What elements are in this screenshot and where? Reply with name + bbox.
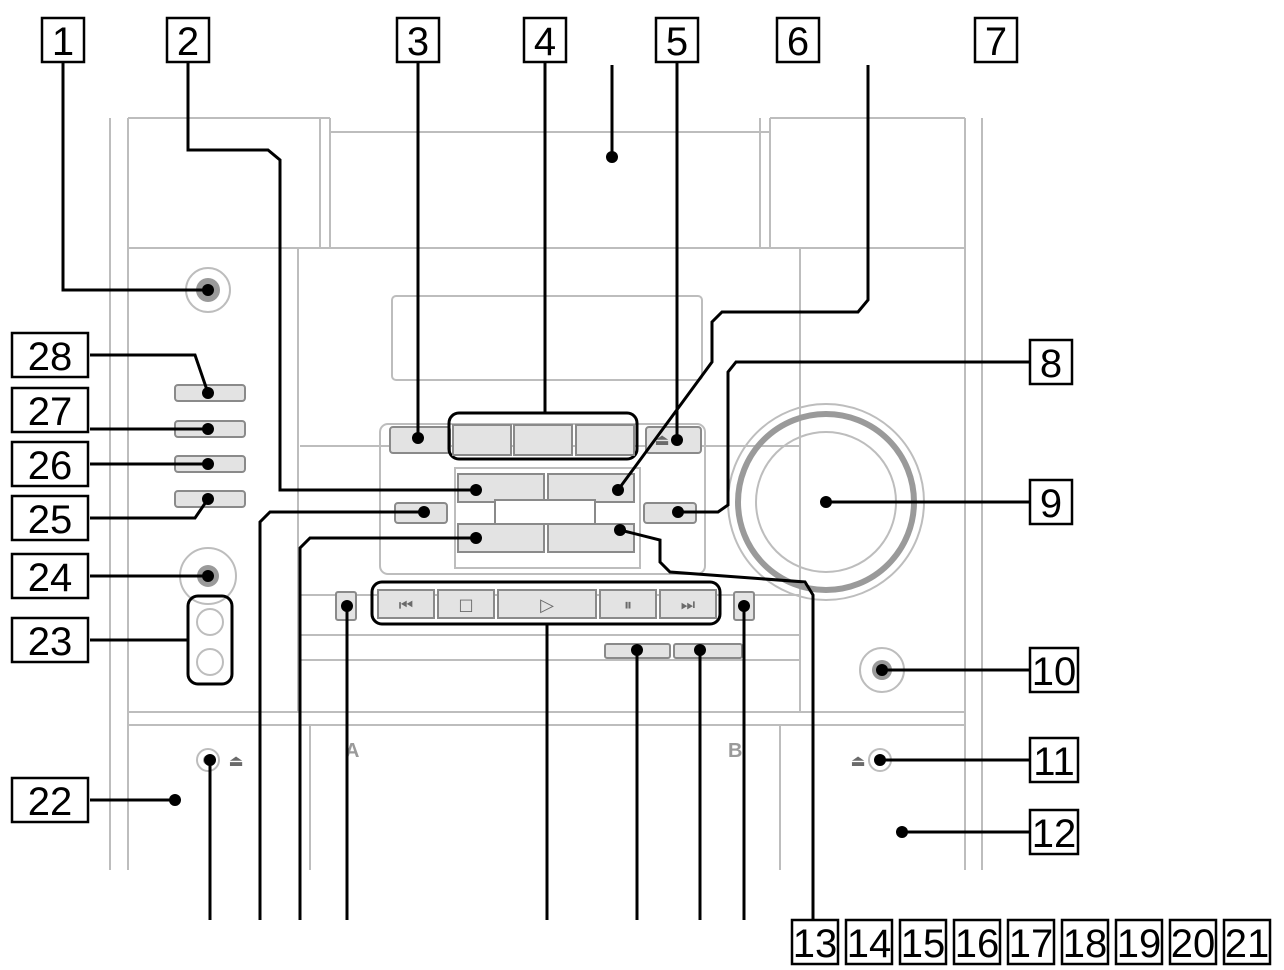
callout-25: 25 — [10, 494, 90, 542]
svg-text:25: 25 — [28, 498, 73, 542]
next-button — [659, 589, 717, 619]
callout-21: 21 — [1222, 918, 1272, 966]
svg-text:8: 8 — [1040, 342, 1062, 386]
callout-14: 14 — [844, 918, 894, 966]
svg-text:3: 3 — [407, 20, 429, 64]
callout-22: 22 — [10, 776, 90, 824]
callout-20: 20 — [1168, 918, 1218, 966]
disc-button-3 — [575, 424, 635, 456]
callout-19: 19 — [1114, 918, 1164, 966]
callout-23: 23 — [10, 616, 90, 664]
next-track-icon: ⏭ — [681, 595, 695, 614]
callout-boxes: 1 2 3 4 5 6 7 8 9 10 11 12 13 14 15 16 1… — [10, 16, 1272, 966]
svg-text:9: 9 — [1040, 482, 1062, 526]
audio-jack-upper — [196, 608, 224, 636]
svg-text:26: 26 — [28, 444, 73, 488]
callout-5: 5 — [654, 16, 700, 64]
callout-26: 26 — [10, 440, 90, 488]
callout-18: 18 — [1060, 918, 1110, 966]
svg-text:7: 7 — [985, 20, 1007, 64]
callout-10: 10 — [1028, 646, 1080, 694]
svg-text:19: 19 — [1117, 922, 1162, 966]
callout-24: 24 — [10, 552, 90, 600]
callout-8: 8 — [1028, 338, 1074, 386]
svg-text:2: 2 — [177, 20, 199, 64]
svg-text:5: 5 — [666, 20, 688, 64]
deck-a-eject-icon: ⏏ — [228, 751, 243, 770]
stop-icon: □ — [458, 595, 473, 614]
deck-b-label: B — [728, 740, 742, 762]
pause-button — [599, 589, 657, 619]
disc-button-2 — [513, 424, 573, 456]
svg-text:27: 27 — [28, 390, 73, 434]
callout-27: 27 — [10, 386, 90, 434]
callout-12: 12 — [1028, 808, 1080, 856]
svg-text:14: 14 — [847, 922, 892, 966]
svg-text:20: 20 — [1171, 922, 1216, 966]
audio-jack-lower — [196, 648, 224, 676]
callout-17: 17 — [1006, 918, 1056, 966]
disc-button-1 — [452, 424, 512, 456]
callout-3: 3 — [395, 16, 441, 64]
deck-b-eject-icon: ⏏ — [850, 751, 865, 770]
callout-13: 13 — [790, 918, 840, 966]
stop-button — [437, 589, 495, 619]
disc-button-group — [447, 411, 639, 461]
unit-outline — [109, 117, 983, 870]
pause-icon: ⏸ — [624, 595, 632, 614]
callout-9: 9 — [1028, 478, 1074, 526]
callout-11: 11 — [1028, 736, 1080, 784]
callout-6: 6 — [775, 16, 821, 64]
leader-lines — [61, 62, 1030, 920]
svg-text:28: 28 — [28, 335, 73, 379]
deck-a-label: A — [345, 740, 359, 762]
leader-dots — [169, 151, 908, 838]
svg-text:12: 12 — [1032, 812, 1077, 856]
deck-a-eject-ring — [196, 748, 220, 772]
callout-15: 15 — [898, 918, 948, 966]
play-button — [497, 589, 597, 619]
svg-text:10: 10 — [1032, 650, 1077, 694]
svg-text:24: 24 — [28, 556, 73, 600]
previous-track-icon: ⏮ — [399, 595, 413, 614]
svg-text:13: 13 — [793, 922, 838, 966]
play-icon: ▷ — [540, 595, 554, 616]
svg-text:21: 21 — [1225, 922, 1270, 966]
svg-text:4: 4 — [534, 20, 556, 64]
svg-text:18: 18 — [1063, 922, 1108, 966]
svg-text:11: 11 — [1033, 740, 1075, 784]
center-display-window — [494, 499, 596, 525]
tape-small-button-2 — [673, 643, 743, 659]
svg-text:23: 23 — [28, 620, 73, 664]
callout-16: 16 — [952, 918, 1002, 966]
svg-text:15: 15 — [901, 922, 946, 966]
svg-text:16: 16 — [955, 922, 1000, 966]
callout-28: 28 — [10, 331, 90, 379]
callout-2: 2 — [165, 16, 211, 64]
svg-text:17: 17 — [1009, 922, 1054, 966]
callout-7: 7 — [973, 16, 1019, 64]
previous-button — [377, 589, 435, 619]
callout-4: 4 — [522, 16, 568, 64]
callout-1: 1 — [40, 16, 86, 64]
svg-text:1: 1 — [52, 20, 74, 64]
center-button-upper-left — [457, 473, 545, 503]
svg-text:6: 6 — [787, 20, 809, 64]
svg-text:22: 22 — [28, 780, 73, 824]
